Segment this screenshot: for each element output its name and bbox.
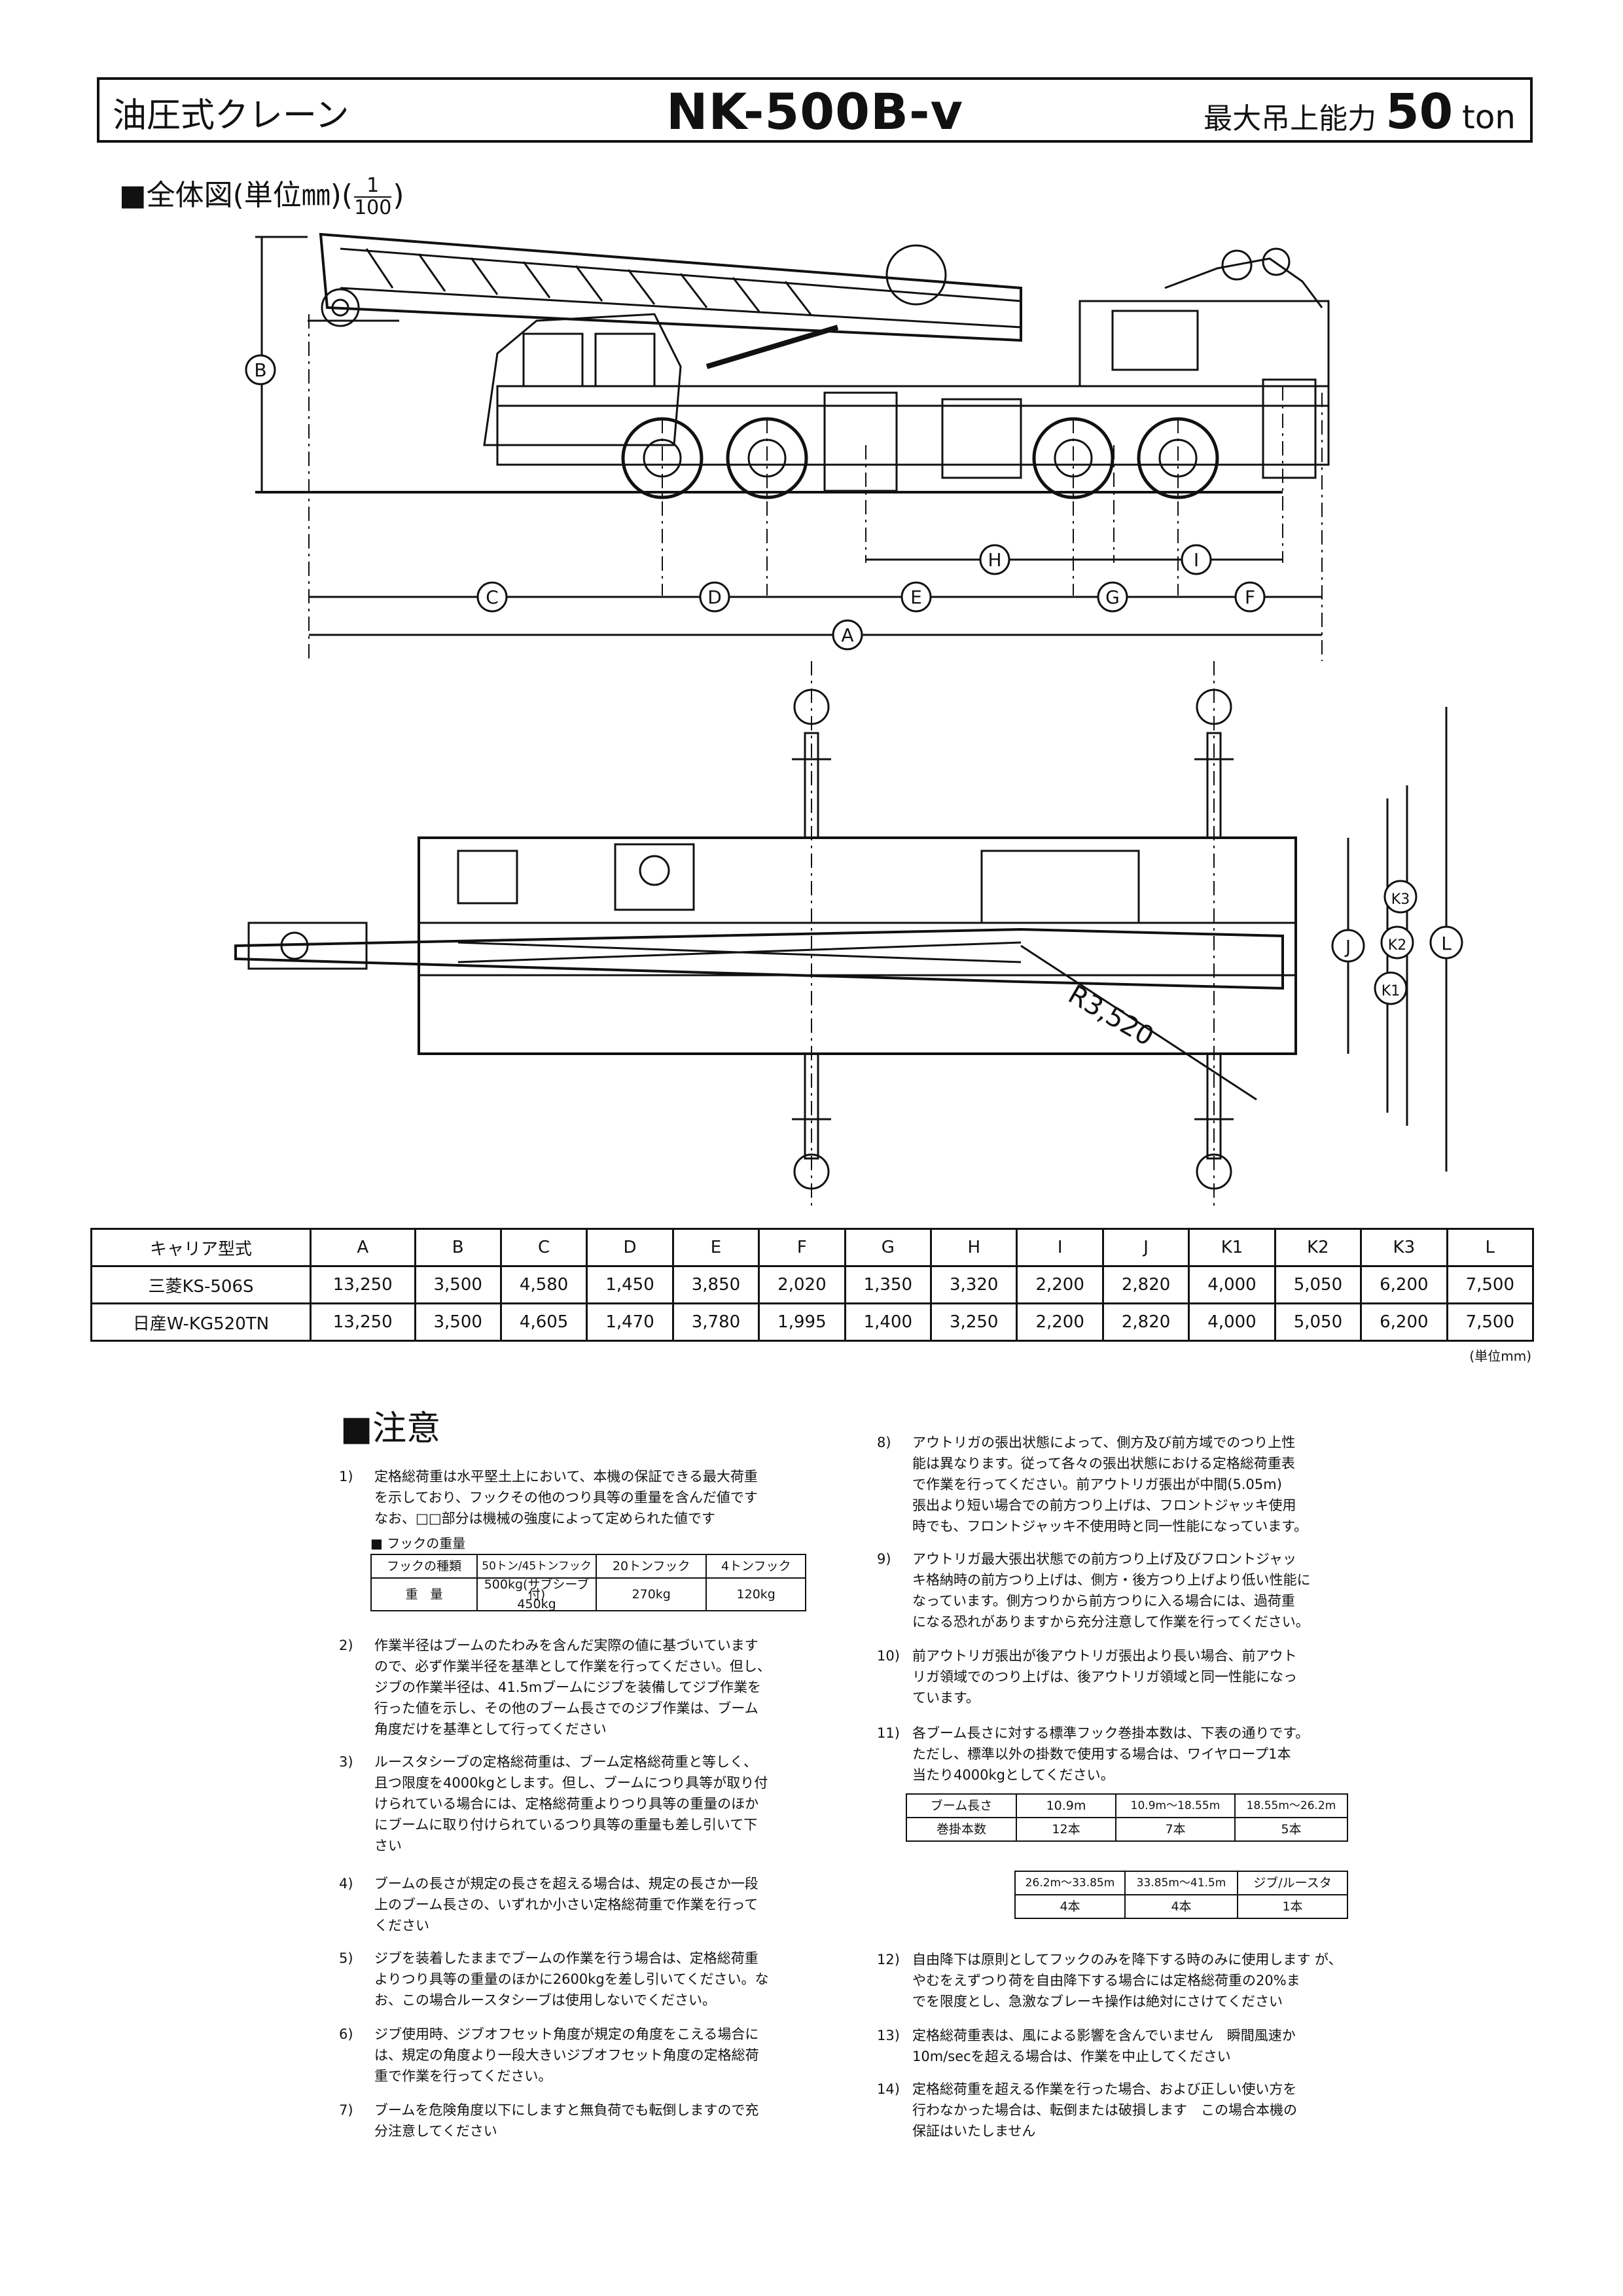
svg-text:K2: K2 <box>1388 937 1406 954</box>
svg-text:J: J <box>1344 936 1351 958</box>
svg-text:C: C <box>486 586 499 608</box>
svg-text:L: L <box>1441 933 1452 954</box>
svg-text:F: F <box>1245 586 1255 608</box>
reeving-table-1: ブーム長さ 10.9m 10.9m～18.55m 18.55m～26.2m 巻掛… <box>906 1793 1348 1842</box>
max-capacity: 最大吊上能力 50 ton <box>1204 84 1516 140</box>
title-box: 油圧式クレーン NK-500B-v 最大吊上能力 50 ton <box>97 77 1533 143</box>
crane-drawings: B H I C D E G F A <box>234 232 1463 1211</box>
svg-text:A: A <box>841 624 853 646</box>
outriggers <box>792 661 1234 1211</box>
unit-note: (単位mm) <box>1469 1348 1531 1364</box>
dimension-table: キャリア型式 A B C D E F G H I J K1 K2 K3 L 三菱… <box>90 1228 1535 1342</box>
svg-text:K3: K3 <box>1391 891 1410 908</box>
svg-text:R3,520: R3,520 <box>1063 980 1158 1052</box>
table-header-row: キャリア型式 A B C D E F G H I J K1 K2 K3 L <box>90 1228 1535 1267</box>
svg-text:K1: K1 <box>1382 983 1400 999</box>
capacity-value: 50 <box>1385 84 1454 140</box>
capacity-unit: ton <box>1462 98 1516 136</box>
svg-text:H: H <box>988 549 1001 571</box>
model-name: NK-500B-v <box>666 82 964 141</box>
svg-text:B: B <box>254 359 266 381</box>
side-view: B H I C D E G F A <box>245 232 1330 661</box>
capacity-label: 最大吊上能力 <box>1204 102 1377 135</box>
reeving-table-2: 26.2m～33.85m 33.85m～41.5m ジブ/ルースタ 4本 4本 … <box>1014 1871 1348 1919</box>
wheels <box>621 417 1219 499</box>
crane-type: 油圧式クレーン <box>113 96 349 135</box>
hook-weight-table: フックの種類 50トン/45トンフック 20トンフック 4トンフック 重 量 5… <box>370 1554 806 1611</box>
hook-weight-title: ■ フックの重量 <box>370 1535 466 1551</box>
svg-text:I: I <box>1194 549 1199 571</box>
svg-text:G: G <box>1105 586 1120 608</box>
notes-title: ■注意 <box>340 1409 441 1448</box>
svg-text:D: D <box>707 586 722 608</box>
svg-text:E: E <box>910 586 922 608</box>
top-view: R3,520 J K1 K2 K3 L <box>234 661 1463 1211</box>
